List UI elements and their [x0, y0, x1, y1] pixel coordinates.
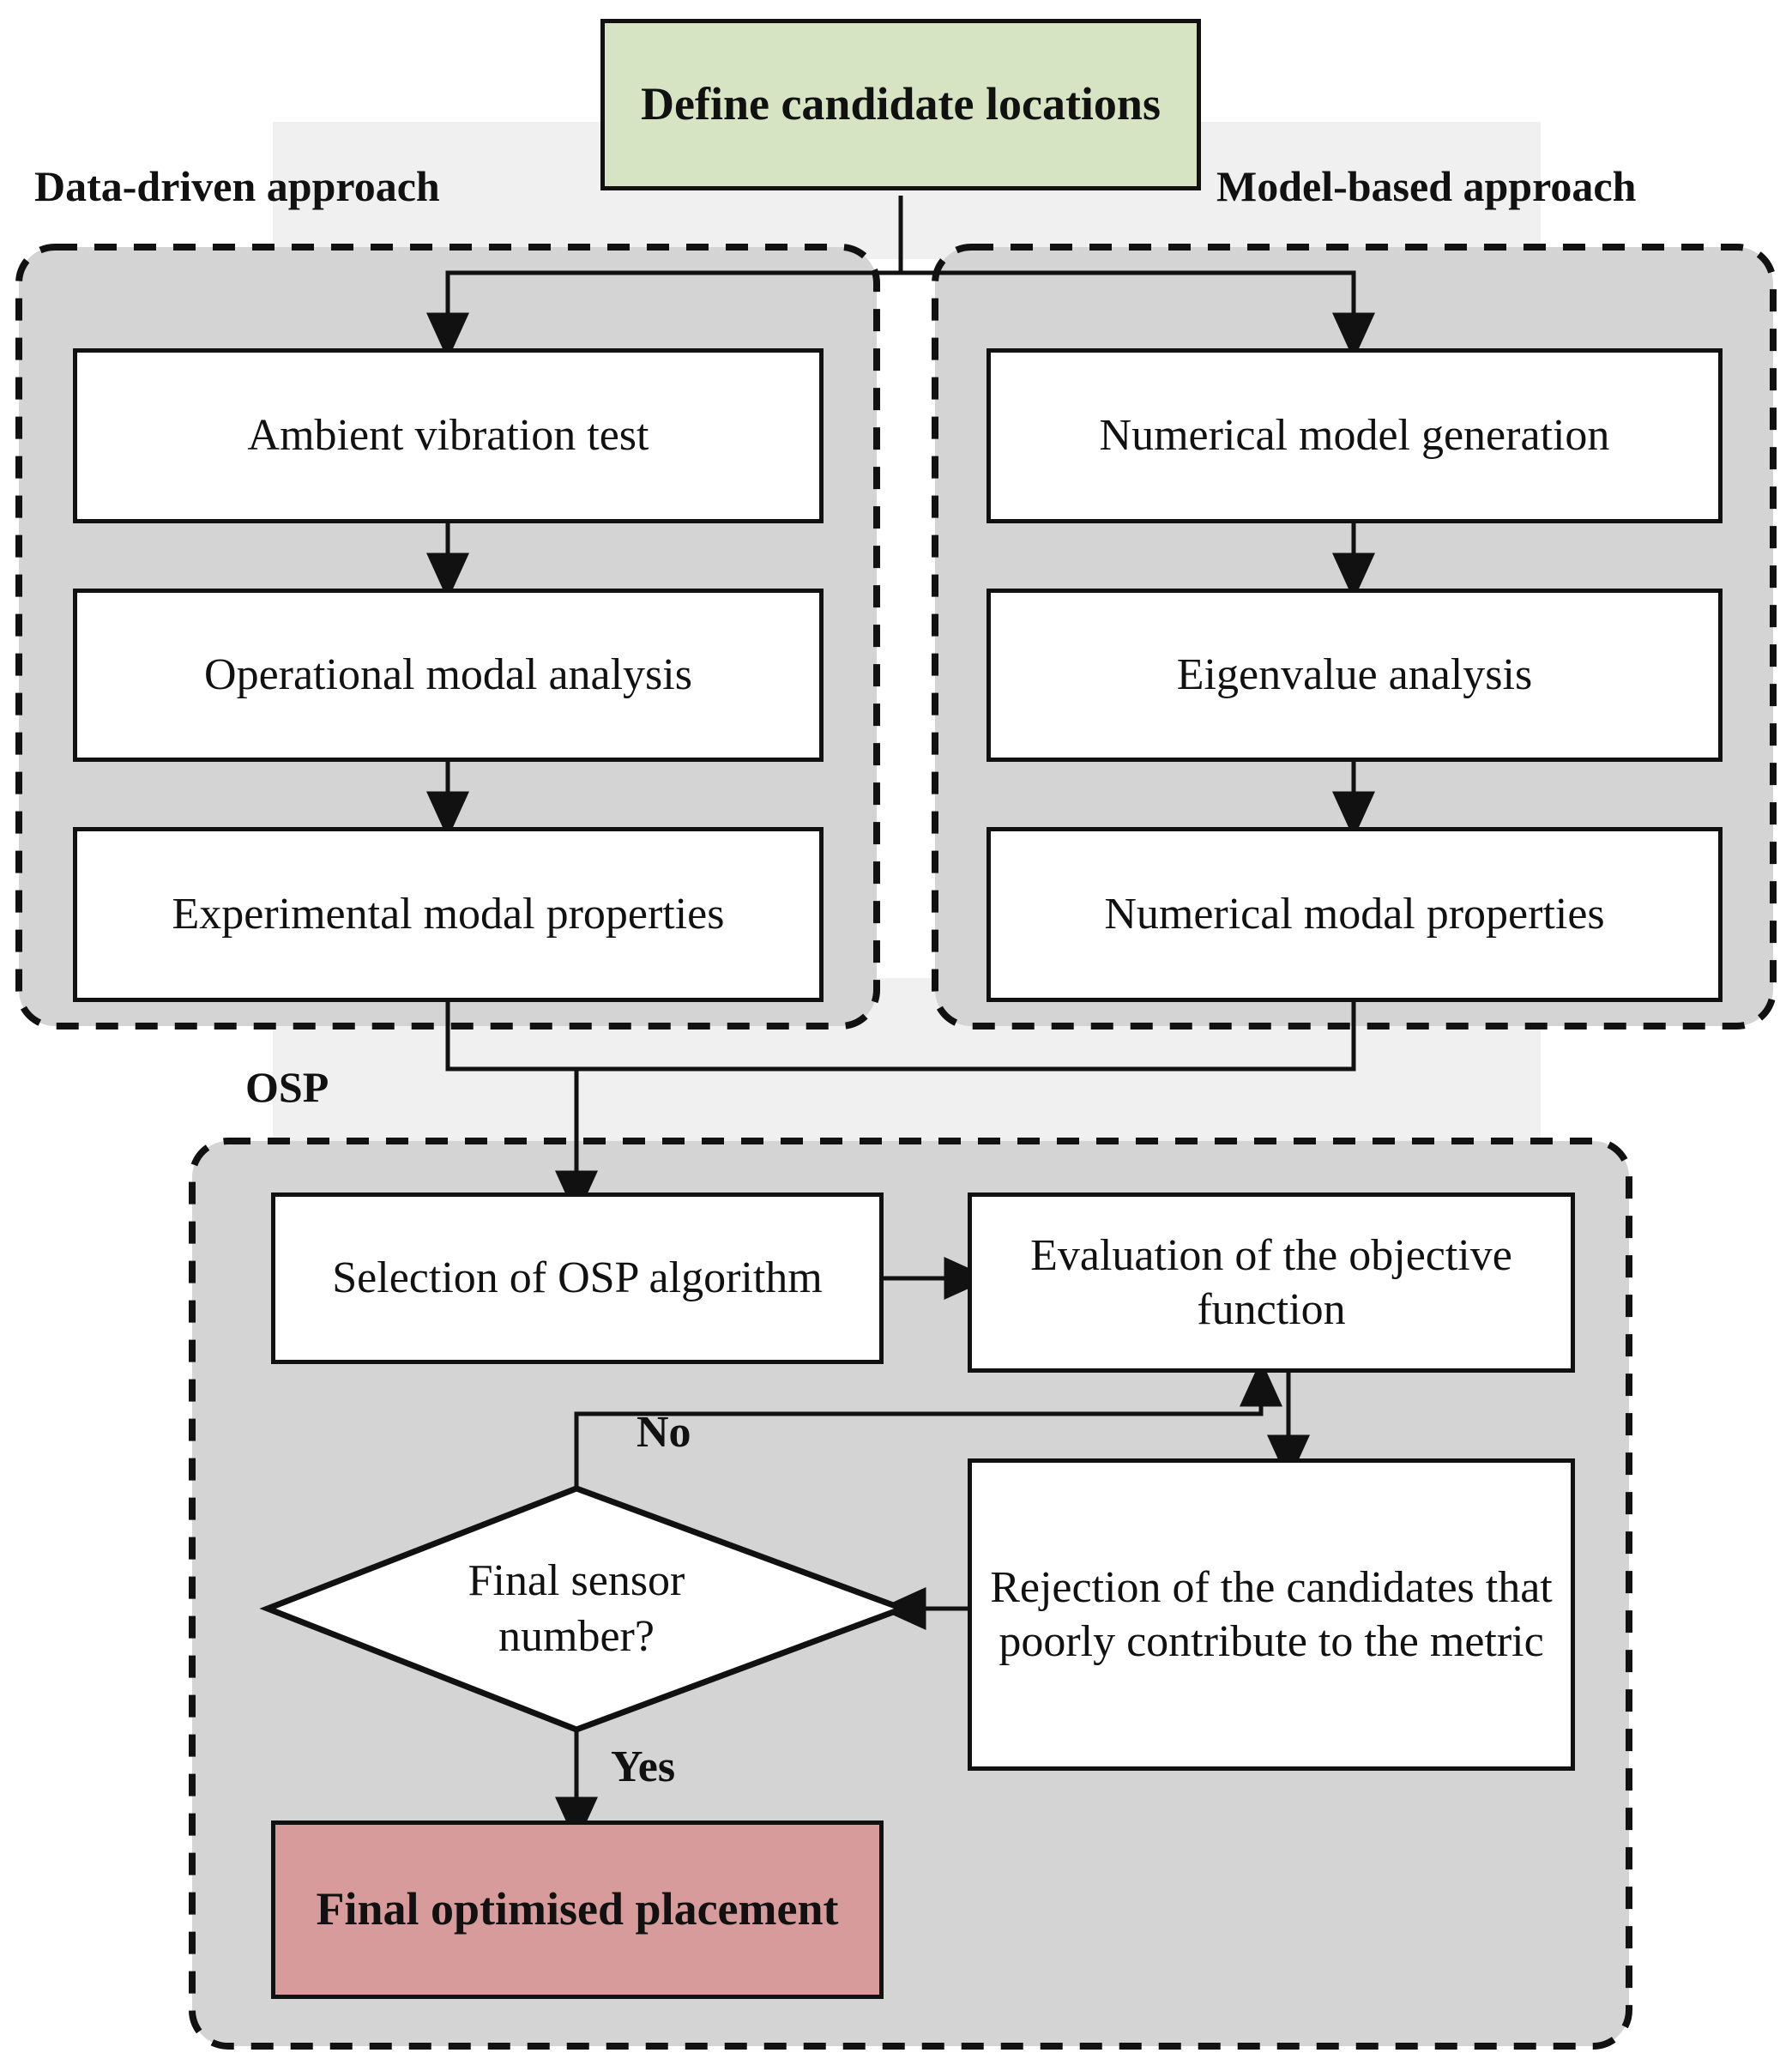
node-selection-of-osp-algorithm[interactable]: Selection of OSP algorithm [271, 1193, 884, 1364]
edge-left-to-osp [445, 1002, 576, 1072]
edge-label-no: No [637, 1408, 691, 1457]
node-numerical-model-generation[interactable]: Numerical model generation [987, 348, 1723, 523]
node-experimental-modal-properties[interactable]: Experimental modal properties [73, 827, 824, 1002]
node-numerical-modal-properties[interactable]: Numerical modal properties [987, 827, 1723, 1002]
node-eigenvalue-analysis[interactable]: Eigenvalue analysis [987, 589, 1723, 762]
edge-label-yes: Yes [611, 1742, 676, 1791]
edge-split-left [426, 270, 901, 360]
node-operational-modal-analysis[interactable]: Operational modal analysis [73, 589, 824, 762]
node-evaluation-objective-function[interactable]: Evaluation of the objective function [968, 1193, 1575, 1373]
node-rejection-of-candidates[interactable]: Rejection of the candidates that poorly … [968, 1458, 1575, 1771]
edge-right-to-osp [576, 1002, 1356, 1072]
edge-decision-no [574, 1359, 1282, 1488]
group-label-osp: OSP [245, 1063, 329, 1111]
group-label-right: Model-based approach [1216, 162, 1637, 210]
node-ambient-vibration-test[interactable]: Ambient vibration test [73, 348, 824, 523]
node-final-optimised-placement[interactable]: Final optimised placement [271, 1820, 884, 1999]
edge-split-right [901, 270, 1375, 360]
group-label-left: Data-driven approach [34, 162, 440, 210]
decision-diamond [259, 1485, 912, 1733]
node-define-candidate-locations[interactable]: Define candidate locations [600, 19, 1201, 190]
